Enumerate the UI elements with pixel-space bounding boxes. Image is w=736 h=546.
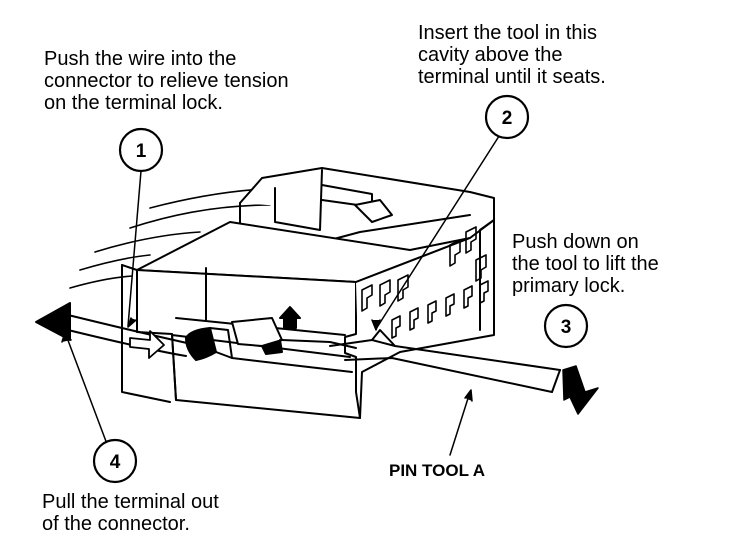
- step-circle-4: 4: [92, 438, 138, 484]
- step-number-1: 1: [136, 141, 147, 162]
- wire-left: [35, 302, 197, 357]
- callout-step-2: Insert the tool in this cavity above the…: [418, 22, 606, 88]
- terminal: [185, 317, 357, 373]
- step-number-3: 3: [561, 317, 572, 338]
- callout-step-1: Push the wire into the connector to reli…: [44, 48, 289, 114]
- side-cavities: [361, 226, 489, 339]
- pin-tool: [329, 329, 561, 393]
- leader-lines: [61, 132, 502, 456]
- push-down-arrow: [562, 365, 599, 415]
- step-circle-1: 1: [118, 127, 164, 173]
- step-circle-3: 3: [543, 303, 589, 349]
- push-arrow: [129, 330, 165, 359]
- callout-step-3: Push down on the tool to lift the primar…: [512, 231, 659, 297]
- step-number-2: 2: [502, 108, 513, 129]
- step-number-4: 4: [110, 452, 121, 473]
- step-circle-2: 2: [484, 94, 530, 140]
- connector-housing: [121, 167, 495, 419]
- lift-arrow-up: [279, 306, 301, 329]
- callout-step-4: Pull the terminal out of the connector.: [42, 491, 219, 535]
- pin-tool-label: PIN TOOL A: [389, 461, 486, 480]
